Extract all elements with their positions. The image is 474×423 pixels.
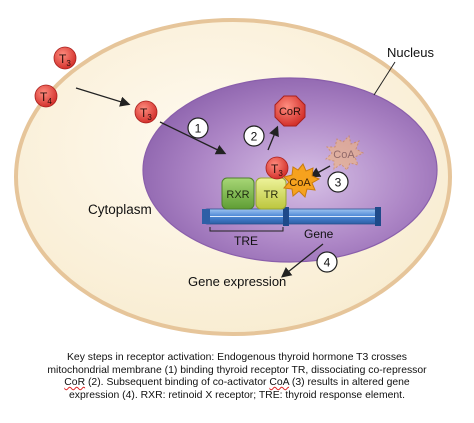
- caption-line-4: expression (4). RXR: retinoid X receptor…: [69, 389, 405, 401]
- svg-text:RXR: RXR: [226, 189, 249, 201]
- t3-hormone-bound: T3: [265, 156, 289, 180]
- t3-hormone-cytoplasm: T3: [134, 100, 158, 124]
- thyroid-receptor-activation-diagram: Nucleus Cytoplasm T3 T4 T3 1 CoR 2 CoA: [14, 18, 452, 336]
- svg-text:T3: T3: [271, 162, 283, 178]
- tr-receptor: TR: [255, 177, 287, 210]
- svg-text:1: 1: [195, 122, 202, 136]
- svg-text:CoR: CoR: [279, 106, 301, 118]
- caption-line-3: CoR (2). Subsequent binding of co-activa…: [20, 377, 454, 390]
- coa-co-activator-unbound: CoA: [325, 135, 365, 171]
- t3-hormone-extracellular: T3: [53, 46, 77, 70]
- caption-line-2: mitochondrial membrane (1) binding thyro…: [47, 364, 427, 376]
- tre-label: TRE: [234, 234, 258, 248]
- nucleus-label: Nucleus: [387, 45, 434, 60]
- step-1-marker: 1: [187, 117, 209, 139]
- caption-line-1: Key steps in receptor activation: Endoge…: [67, 352, 407, 363]
- cytoplasm-label: Cytoplasm: [88, 202, 152, 217]
- nucleus-pointer: [373, 61, 396, 96]
- tre-bracket: [209, 227, 284, 232]
- coactivator-arrow: [309, 165, 331, 178]
- gene-label: Gene: [304, 227, 334, 241]
- svg-text:CoA: CoA: [333, 149, 355, 161]
- binding-arrow: [159, 121, 227, 155]
- caption-cor-term: CoR: [64, 377, 86, 389]
- svg-text:3: 3: [335, 176, 342, 190]
- svg-text:TR: TR: [264, 189, 279, 201]
- svg-text:T3: T3: [59, 52, 71, 68]
- svg-text:CoA: CoA: [289, 177, 311, 189]
- svg-text:T4: T4: [40, 90, 52, 106]
- entry-arrow: [75, 87, 131, 107]
- step-4-marker: 4: [316, 251, 338, 273]
- step-3-marker: 3: [327, 171, 349, 193]
- caption-coa-term: CoA: [269, 377, 289, 389]
- gene-expression-label: Gene expression: [188, 274, 286, 289]
- svg-text:4: 4: [324, 256, 331, 270]
- caption-line-3-text-a: (2). Subsequent binding of co-activator: [85, 377, 270, 389]
- dissociation-arrow: [267, 125, 279, 151]
- figure-caption: Key steps in receptor activation: Endoge…: [20, 352, 454, 402]
- rxr-receptor: RXR: [221, 177, 255, 210]
- expression-arrow: [280, 243, 324, 278]
- t4-hormone-extracellular: T4: [34, 84, 58, 108]
- caption-line-3-text-b: (3) results in altered gene: [288, 377, 410, 389]
- dna-strand: [202, 207, 381, 226]
- svg-text:2: 2: [251, 130, 258, 144]
- step-2-marker: 2: [243, 125, 265, 147]
- coa-co-activator-bound: CoA: [283, 163, 321, 198]
- cor-co-repressor: CoR: [274, 95, 306, 127]
- svg-text:T3: T3: [140, 106, 152, 122]
